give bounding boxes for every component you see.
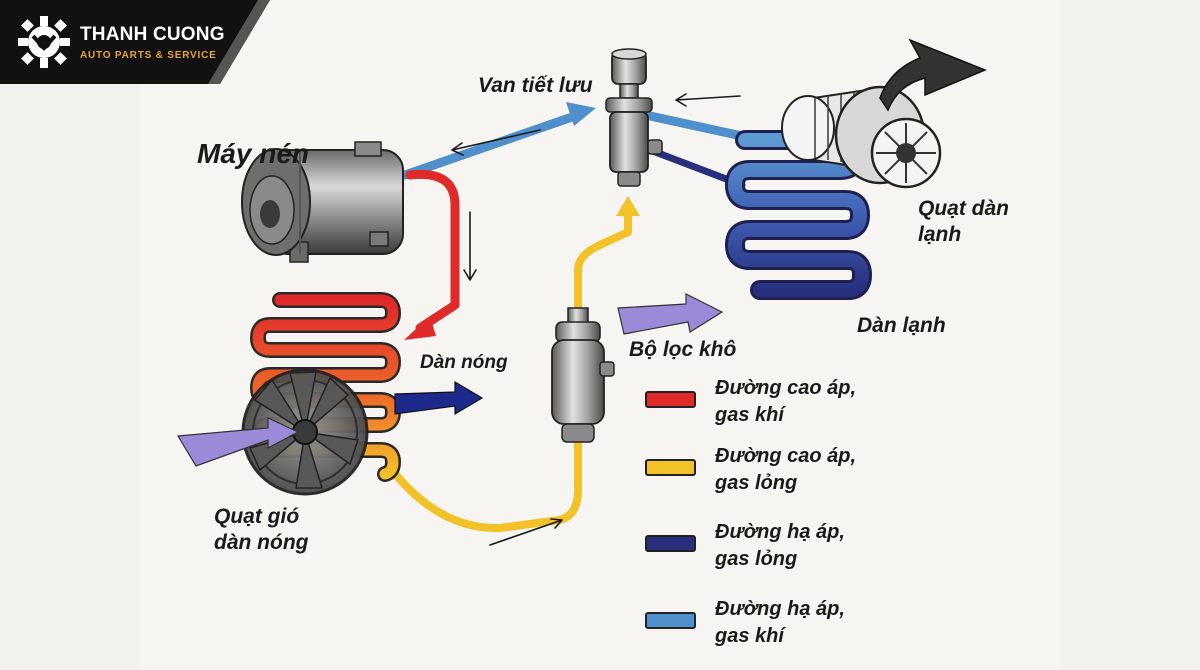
label-condenser-fan: Quạt gió dàn nóng	[214, 505, 309, 555]
gear-icon	[18, 16, 70, 68]
legend-swatch	[645, 459, 696, 476]
label-evaporator-fan: Quạt dàn lạnh	[918, 197, 1010, 247]
airflow-arrow-in	[176, 417, 300, 467]
pipe-arrowhead-high-gas	[404, 316, 436, 340]
legend-label: Đường cao áp, gas khí	[715, 377, 857, 426]
pipe-arrowhead-low-gas	[566, 102, 596, 126]
logo-background	[0, 0, 270, 84]
label-condenser: Dàn nóng	[420, 352, 508, 373]
brand-name: THANH CUONG	[80, 24, 225, 45]
legend-swatch	[645, 391, 696, 408]
legend-label: Đường hạ áp, gas khí	[715, 598, 845, 647]
pipes	[388, 102, 747, 533]
flow-arrow-down	[463, 211, 477, 281]
flow-arrows	[451, 93, 741, 546]
legend-item-low-pressure-gas: Đường hạ áp, gas khí	[645, 596, 1185, 666]
legend-swatch	[645, 535, 696, 552]
cold-air-arrow	[879, 38, 987, 112]
legend-item-low-pressure-liquid: Đường hạ áp, gas lỏng	[645, 519, 1185, 589]
compressor	[241, 141, 404, 263]
pipe-high-pressure-liquid-up	[574, 208, 632, 322]
airflow-arrow-evaporator	[617, 293, 724, 335]
legend-item-high-pressure-liquid: Đường cao áp, gas lỏng	[645, 443, 1185, 513]
pipe-low-pressure-gas-to-compressor	[400, 111, 580, 180]
label-compressor: Máy nén	[197, 138, 310, 169]
pipe-low-pressure-gas-evaporator	[645, 111, 747, 141]
flow-arrow-to-valve	[675, 93, 741, 107]
pipe-arrowhead-high-liquid	[616, 196, 640, 216]
pipe-high-pressure-gas	[405, 169, 460, 333]
label-dryer: Bộ lọc khô	[629, 338, 737, 361]
flow-arrow-to-compressor	[451, 129, 541, 156]
brand-logo: THANH CUONG AUTO PARTS & SERVICE	[0, 0, 270, 84]
expansion-valve	[605, 48, 663, 187]
dryer-filter	[551, 307, 615, 443]
label-expansion-valve: Van tiết lưu	[478, 74, 593, 97]
flow-arrow-bottom	[489, 518, 563, 546]
pipe-high-pressure-liquid	[388, 436, 582, 533]
legend-item-high-pressure-gas: Đường cao áp, gas khí	[645, 375, 1185, 445]
logo-text: THANH CUONG AUTO PARTS & SERVICE	[80, 24, 225, 61]
evaporator-blower	[781, 85, 942, 189]
legend-label: Đường cao áp, gas lỏng	[715, 445, 857, 494]
legend-swatch	[645, 612, 696, 629]
legend-label: Đường hạ áp, gas lỏng	[715, 521, 845, 570]
brand-tagline: AUTO PARTS & SERVICE	[80, 50, 217, 61]
hot-air-arrow-out	[394, 380, 484, 416]
label-evaporator: Dàn lạnh	[857, 314, 946, 337]
